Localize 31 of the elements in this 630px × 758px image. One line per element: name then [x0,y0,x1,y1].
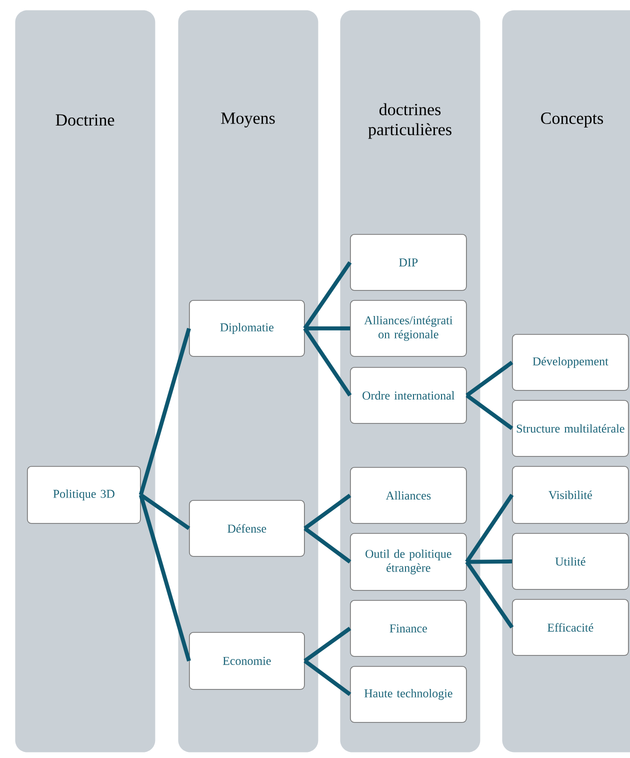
connector-line [304,494,352,530]
text-box: Défense [189,500,305,557]
connector-line [466,360,514,398]
connector-line [140,493,190,530]
text-box: Ordre international [350,367,467,424]
connector-line [304,326,350,330]
connector-line [138,328,191,496]
text-box: Alliances/intégrati on régionale [350,300,467,357]
text-box: Visibilité [512,466,629,524]
connector-line [304,526,352,564]
text-box: Outil de politique étrangère [350,533,467,591]
connector-line [303,261,352,330]
connector-line [304,626,352,663]
text-box: Economie [189,632,305,690]
text-box: Utilité [512,533,629,590]
text-box: Diplomatie [189,300,305,357]
text-box: Finance [350,600,467,657]
text-box: Développement [512,334,629,391]
text-box: Alliances [350,467,467,524]
text-box: DIP [350,234,467,291]
connector-line [138,494,191,662]
text-box: Structure multilatérale [512,400,629,457]
connector-line [303,327,352,397]
connector-line [466,394,514,430]
text-box: Efficacité [512,599,629,656]
connector-line [465,560,514,629]
connector-line [465,494,514,564]
text-box: Haute technologie [350,666,467,723]
text-box: Politique 3D [27,466,141,524]
connector-line [304,659,352,696]
connector-line [466,559,512,564]
